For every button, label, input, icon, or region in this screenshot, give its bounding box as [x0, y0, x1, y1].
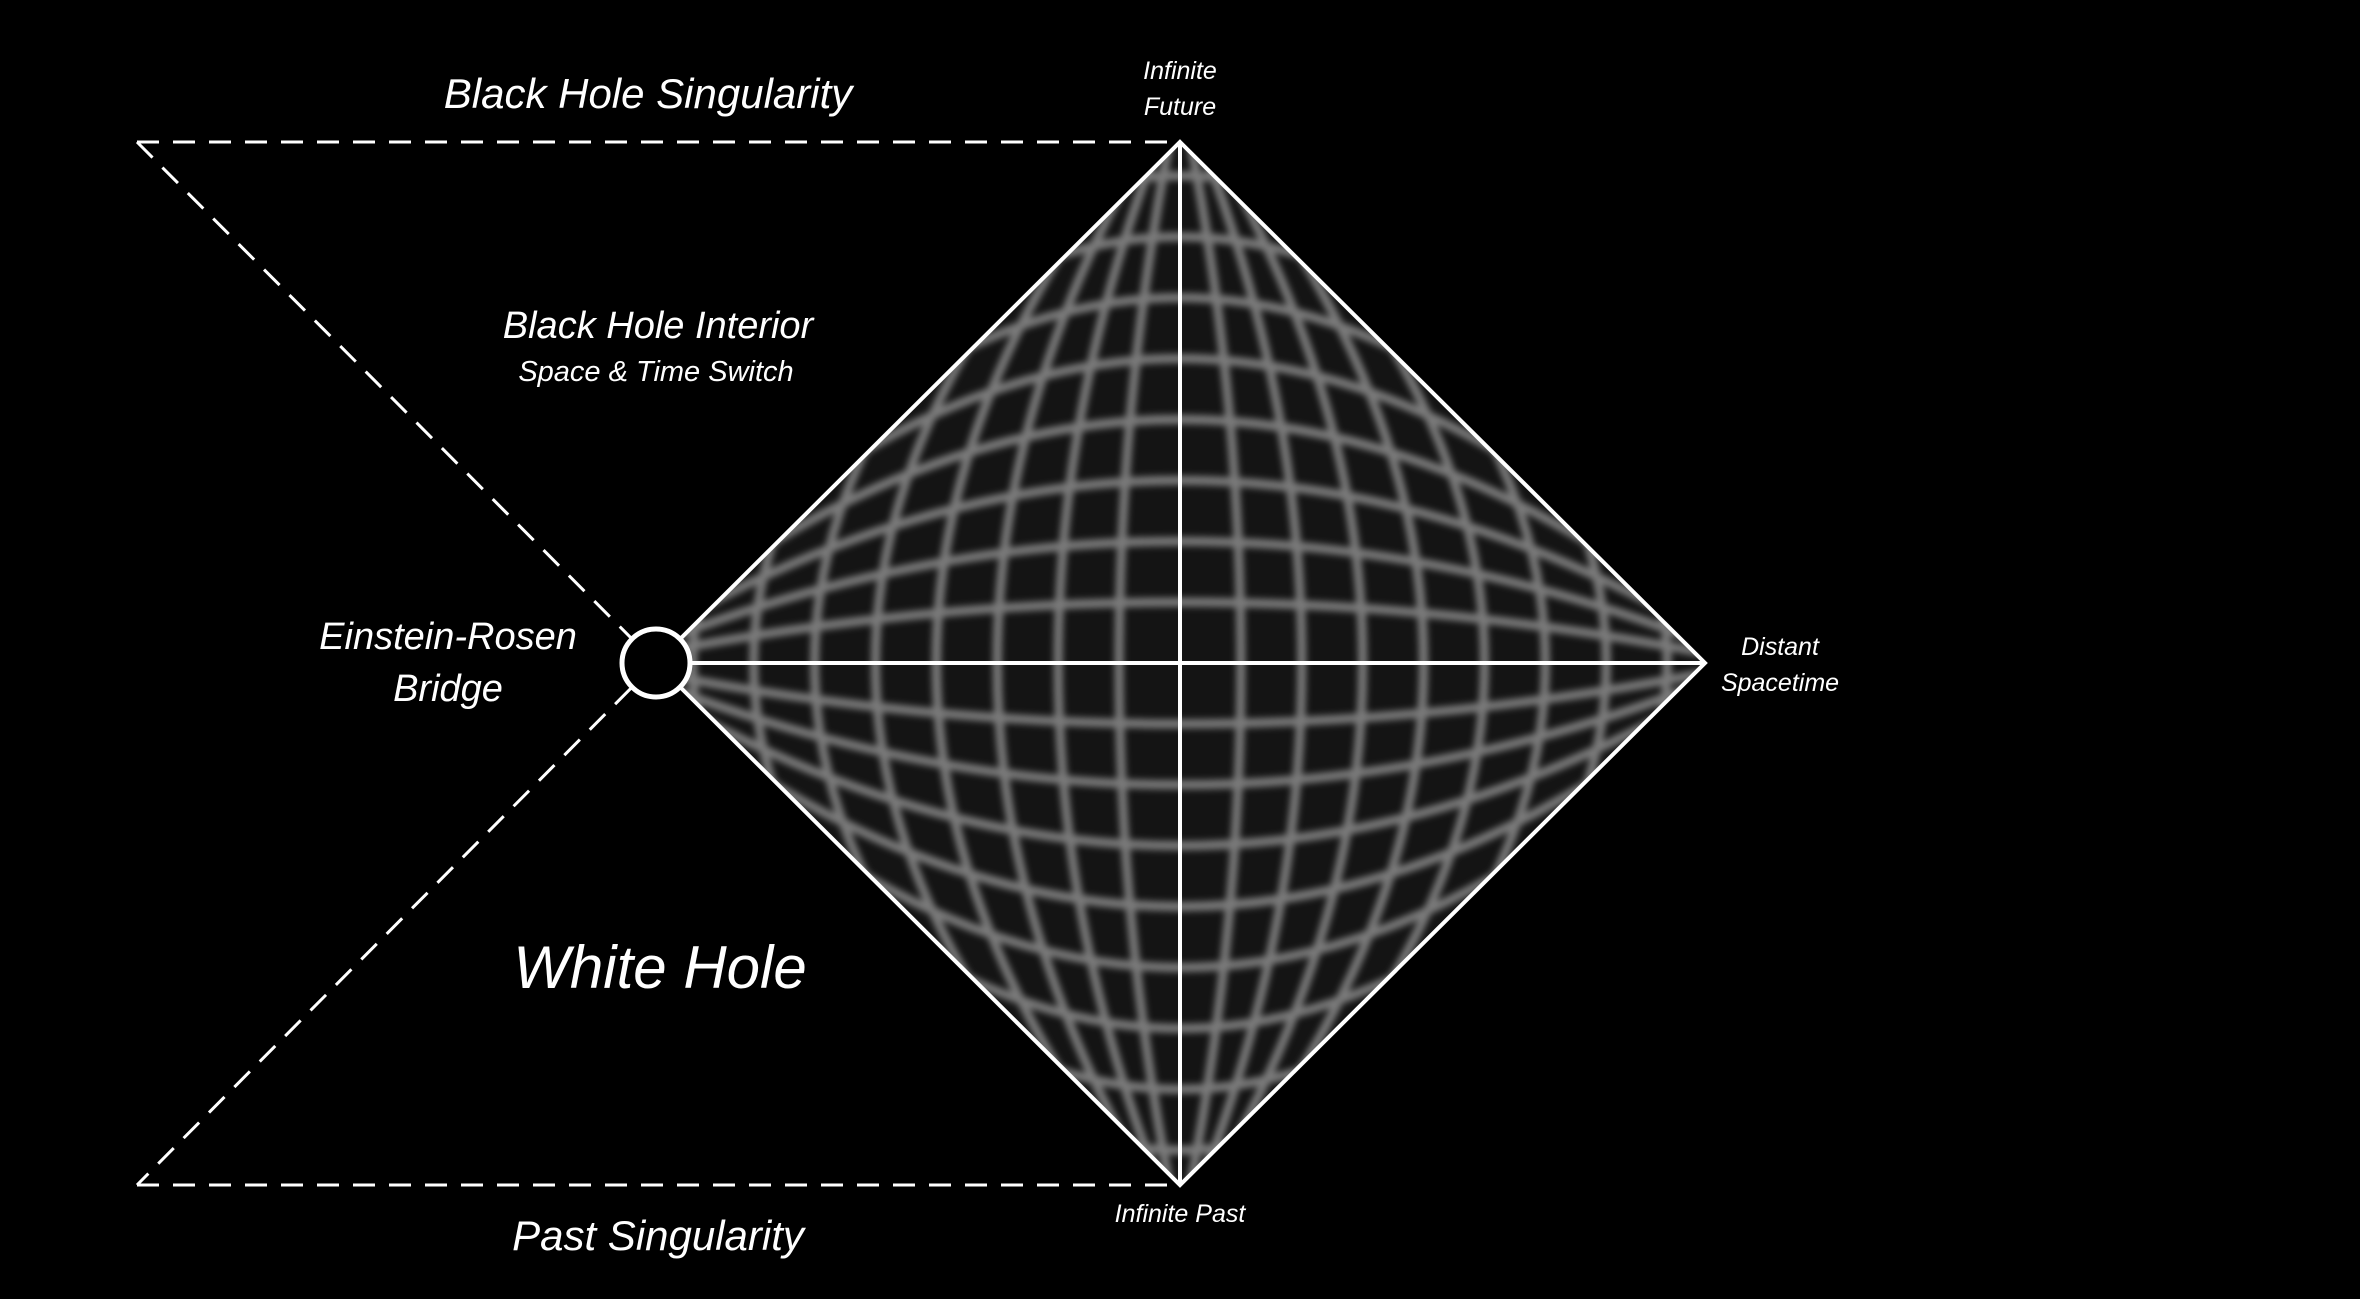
dashed-boundary	[135, 140, 1180, 1187]
diamond-outline	[653, 139, 1708, 1188]
label-distant: Distant	[1741, 633, 1820, 661]
label-spacetime: Spacetime	[1721, 669, 1839, 697]
label-einstein-rosen: Einstein-Rosen	[319, 616, 577, 658]
label-white-hole: White Hole	[513, 934, 806, 1001]
label-infinite-past: Infinite Past	[1115, 1200, 1247, 1228]
label-space-time-switch: Space & Time Switch	[518, 356, 793, 388]
label-black-hole-interior: Black Hole Interior	[503, 305, 815, 347]
label-infinite: Infinite	[1143, 57, 1217, 85]
label-black-hole-singularity: Black Hole Singularity	[444, 70, 856, 117]
label-future: Future	[1144, 93, 1216, 121]
horizon-line-upper-left	[135, 140, 658, 665]
label-bridge: Bridge	[393, 668, 503, 710]
label-past-singularity: Past Singularity	[512, 1212, 807, 1259]
bridge-circle	[619, 626, 693, 700]
horizon-line-lower-left	[135, 661, 658, 1187]
